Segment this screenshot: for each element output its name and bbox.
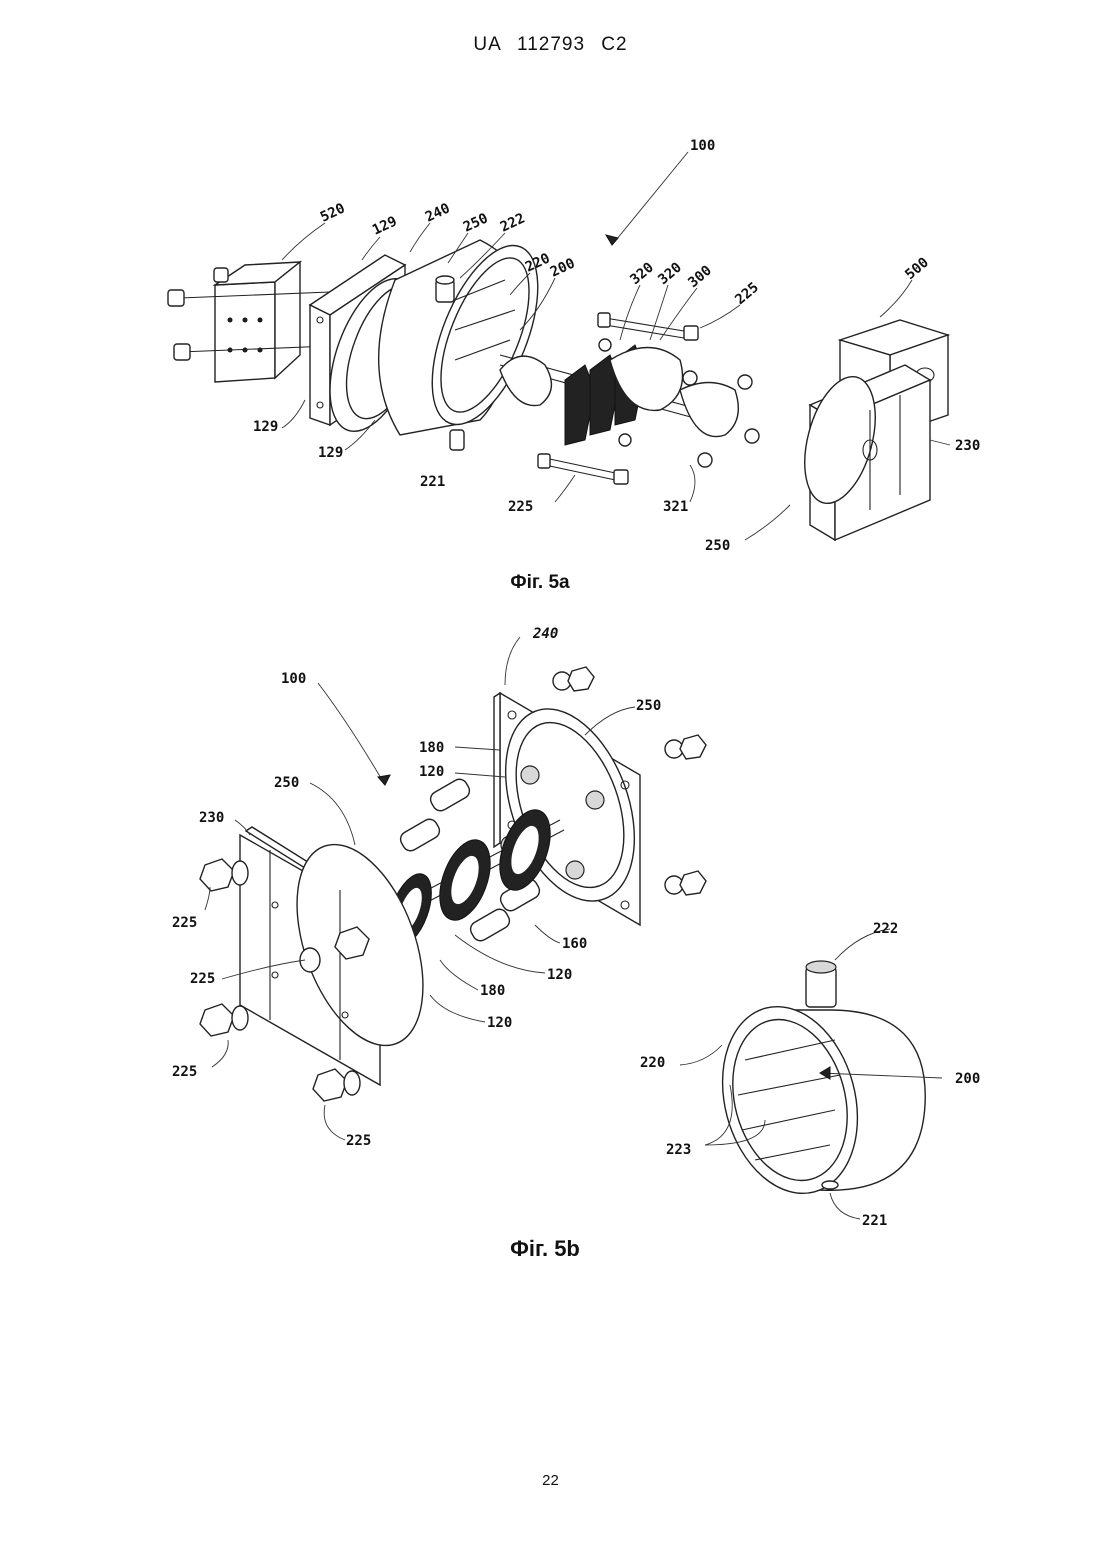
label-225: 225 <box>172 1064 197 1080</box>
label-120: 120 <box>419 764 444 780</box>
label-120: 120 <box>487 1015 512 1031</box>
end-block-520 <box>168 262 330 382</box>
label-223: 223 <box>666 1142 691 1158</box>
label-129: 129 <box>370 213 400 238</box>
label-225: 225 <box>508 499 533 515</box>
label-300: 300 <box>685 263 715 292</box>
label-225: 225 <box>190 971 215 987</box>
figure-caption: Фіг. 5a <box>490 572 590 594</box>
label-180: 180 <box>419 740 444 756</box>
label-129: 129 <box>253 419 278 435</box>
label-100: 100 <box>690 138 715 154</box>
label-160: 160 <box>562 936 587 952</box>
figure-5a-drawing: 100 520 129 240 250 222 220 200 320 320 … <box>0 120 1101 560</box>
label-225: 225 <box>172 915 197 931</box>
housing-200 <box>703 961 926 1209</box>
label-240: 240 <box>532 626 558 642</box>
patent-header: UA 112793 C2 <box>0 34 1101 56</box>
label-250: 250 <box>705 538 730 554</box>
label-222: 222 <box>873 921 898 937</box>
label-200: 200 <box>955 1071 980 1087</box>
label-520: 520 <box>318 200 348 225</box>
label-500: 500 <box>902 255 932 284</box>
figure-5b-drawing: 240 100 250 180 120 250 230 225 225 160 … <box>0 615 1101 1230</box>
label-230: 230 <box>199 810 224 826</box>
label-230: 230 <box>955 438 980 454</box>
label-225: 225 <box>732 280 762 309</box>
end-plate-230 <box>792 365 930 540</box>
label-320: 320 <box>655 260 685 289</box>
label-321: 321 <box>663 499 688 515</box>
label-200: 200 <box>548 255 578 280</box>
page-number: 22 <box>0 1472 1101 1489</box>
label-222: 222 <box>498 210 528 235</box>
label-250: 250 <box>636 698 661 714</box>
label-220: 220 <box>640 1055 665 1071</box>
label-240: 240 <box>423 200 453 225</box>
label-180: 180 <box>480 983 505 999</box>
label-129: 129 <box>318 445 343 461</box>
label-225: 225 <box>346 1133 371 1149</box>
label-250: 250 <box>461 210 491 235</box>
label-100: 100 <box>281 671 306 687</box>
label-320: 320 <box>627 260 657 289</box>
label-221: 221 <box>862 1213 887 1229</box>
rotor-assembly-300 <box>500 339 759 467</box>
label-221: 221 <box>420 474 445 490</box>
label-250: 250 <box>274 775 299 791</box>
figure-caption: Фіг. 5b <box>490 1236 600 1262</box>
label-120: 120 <box>547 967 572 983</box>
